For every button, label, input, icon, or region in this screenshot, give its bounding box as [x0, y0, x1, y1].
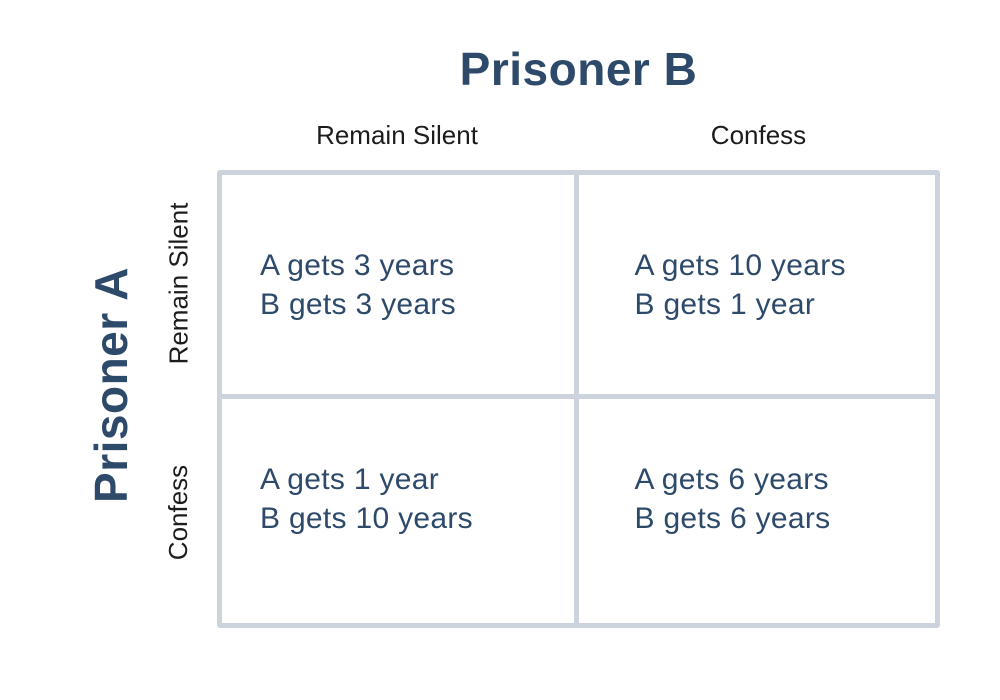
payoff-line-a: A gets 10 years [634, 248, 846, 282]
cell-silent-confess: A gets 10 years B gets 1 year [573, 170, 940, 399]
payoff-block: A gets 6 years B gets 6 years [579, 460, 936, 538]
row-player-title: Prisoner A [82, 156, 140, 614]
payoff-block: A gets 10 years B gets 1 year [579, 246, 936, 324]
payoff-block: A gets 1 year B gets 10 years [222, 460, 574, 538]
payoff-line-a: A gets 1 year [260, 463, 440, 496]
row-header-remain-silent-text: Remain Silent [163, 202, 194, 365]
payoff-line-b: B gets 3 years [260, 287, 456, 321]
payoff-matrix: A gets 3 years B gets 3 years A gets 10 … [217, 170, 940, 628]
row-header-remain-silent: Remain Silent [150, 170, 208, 397]
row-header-confess: Confess [150, 397, 208, 628]
column-header-confess: Confess [710, 120, 807, 150]
column-header-remain-silent: Remain Silent [316, 120, 478, 150]
payoff-line-b: B gets 1 year [634, 287, 816, 321]
payoff-line-b: B gets 6 years [634, 502, 831, 535]
payoff-line-b: B gets 10 years [260, 502, 473, 535]
payoff-block: A gets 3 years B gets 3 years [222, 246, 574, 324]
cell-confess-silent: A gets 1 year B gets 10 years [217, 394, 579, 628]
row-header-confess-text: Confess [163, 464, 194, 561]
cell-confess-confess: A gets 6 years B gets 6 years [573, 394, 940, 628]
cell-silent-silent: A gets 3 years B gets 3 years [217, 170, 579, 399]
row-player-title-text: Prisoner A [85, 267, 138, 503]
column-player-title: Prisoner B [459, 43, 698, 95]
payoff-line-a: A gets 6 years [634, 463, 829, 496]
payoff-line-a: A gets 3 years [260, 248, 455, 282]
